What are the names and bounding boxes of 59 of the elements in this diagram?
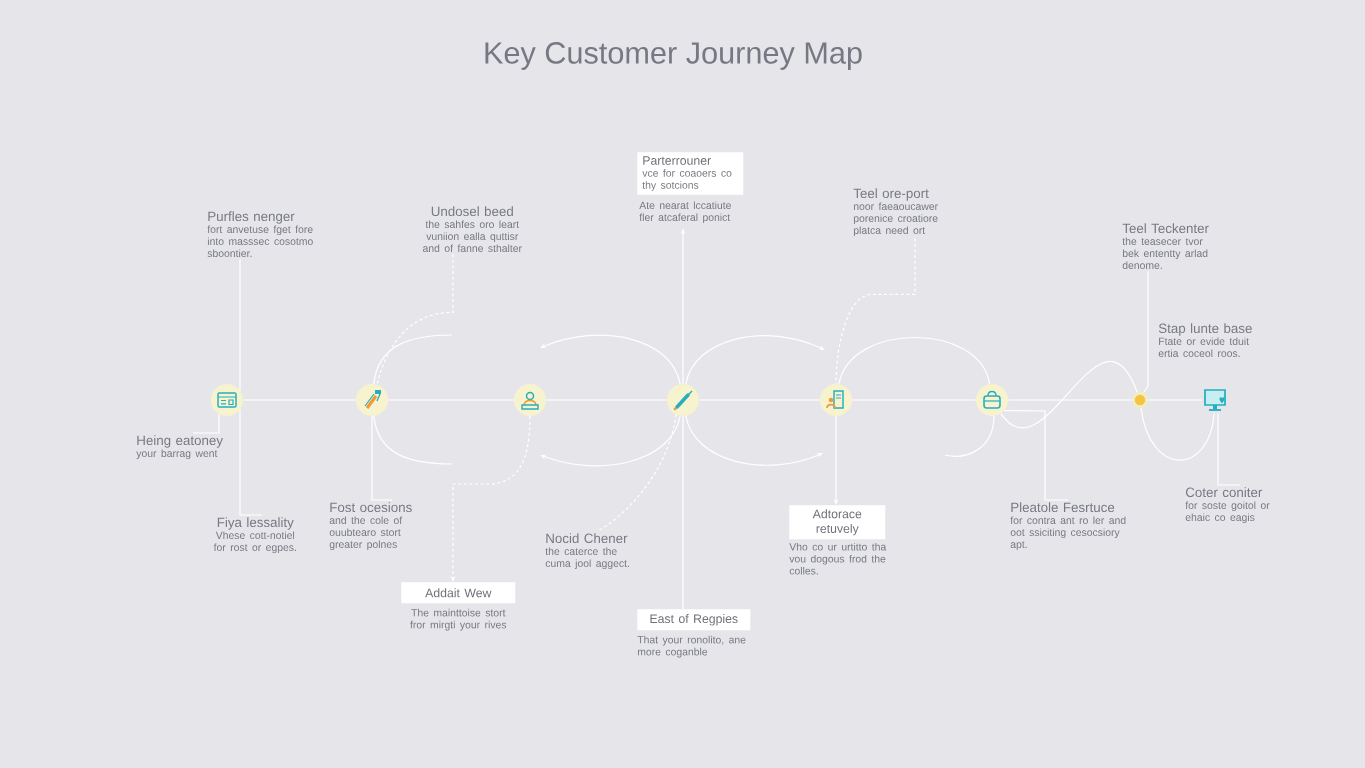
step-title: Nocid Chener (546, 533, 628, 544)
label-box: Adtorace retuvely (789, 505, 886, 540)
step-description: the caterce the cuma jool aggect. (545, 547, 629, 570)
curved-arrow (540, 334, 681, 385)
curved-arrow (685, 335, 825, 385)
step-description: Vho co ur urtitto tha vou dogous frod the colles. (789, 542, 887, 575)
leader-line (1003, 410, 1069, 501)
curved-line (944, 415, 995, 457)
curved-arrow (540, 415, 681, 467)
label-box: East of Regpies (637, 609, 751, 631)
step-description: That your ronolito, ane more coganble (637, 635, 746, 658)
curved-line (373, 334, 453, 385)
leader-line (597, 413, 677, 532)
step-description: for soste goitol or ehaic co eagis (1185, 501, 1270, 524)
step-title: Teel ore-port (853, 188, 929, 201)
person-desk-icon (514, 384, 546, 416)
step-title: Purfles nenger (208, 211, 295, 224)
step-description: your barrag went (136, 449, 218, 460)
curved-line (1000, 361, 1138, 429)
step-description: the sahfes oro leart vuniion ealla quttisr and of fanne sthalter (422, 220, 522, 253)
step-description: The mainttoise stort fror mirgti your rives (410, 608, 507, 631)
step-title: Fiya lessality (217, 517, 294, 530)
step-description: and the cole of ouubtearo stort greater polnes (329, 516, 403, 551)
label-box (637, 152, 744, 195)
document-person-icon (820, 384, 852, 416)
curved-line (1140, 407, 1215, 461)
label-box: Addait Wew (401, 582, 516, 604)
leader-line (1217, 412, 1241, 486)
pencil-brush-icon (356, 384, 388, 416)
step-title: Heing eatoney (137, 435, 223, 448)
step-title: Teel Teckenter (1122, 223, 1209, 234)
leader-line (192, 413, 220, 434)
monitor-icon (1204, 389, 1226, 411)
step-description: fort anvetuse fget fore into masssec cosotmo sboontier. (207, 225, 313, 258)
leader-line (371, 415, 393, 501)
bag-icon (976, 384, 1008, 416)
curved-line (838, 336, 991, 385)
step-title: Parterrouner (643, 156, 711, 165)
leader-line (376, 253, 454, 386)
step-title: Pleatole Fesrtuce (1011, 502, 1115, 513)
browser-window-icon (211, 384, 243, 416)
step-title: Stap lunte base (1158, 323, 1252, 336)
leader-line (1143, 270, 1149, 393)
step-description: Ftate or evide tduit ertia coceol roos. (1158, 337, 1249, 358)
leader-line (239, 408, 263, 516)
step-title: Fost ocesions (330, 502, 412, 513)
pen-icon (667, 384, 699, 416)
step-description: vce for coaoers co thy sotcions (642, 169, 732, 191)
step-title: Undosel beed (431, 206, 513, 217)
curved-arrow (685, 415, 823, 466)
step-description: noor faeaoucawer porenice croatiore platca need ort (853, 202, 938, 237)
title: Key Customer Journey Map (485, 42, 862, 70)
leader-line (835, 237, 916, 385)
step-description: Ate nearat lccatiute fler atcaferal ponict (639, 201, 731, 224)
step-description: the teasecer tvor bek ententty arlad denome. (1122, 237, 1208, 270)
step-description: Vhese cott-notiel for rost or egpes. (213, 531, 296, 554)
step-description: for contra ant ro ler and oot ssiciting cesocsiory apt. (1010, 516, 1126, 551)
step-title: Coter coniter (1185, 487, 1263, 498)
curved-line (373, 415, 453, 465)
